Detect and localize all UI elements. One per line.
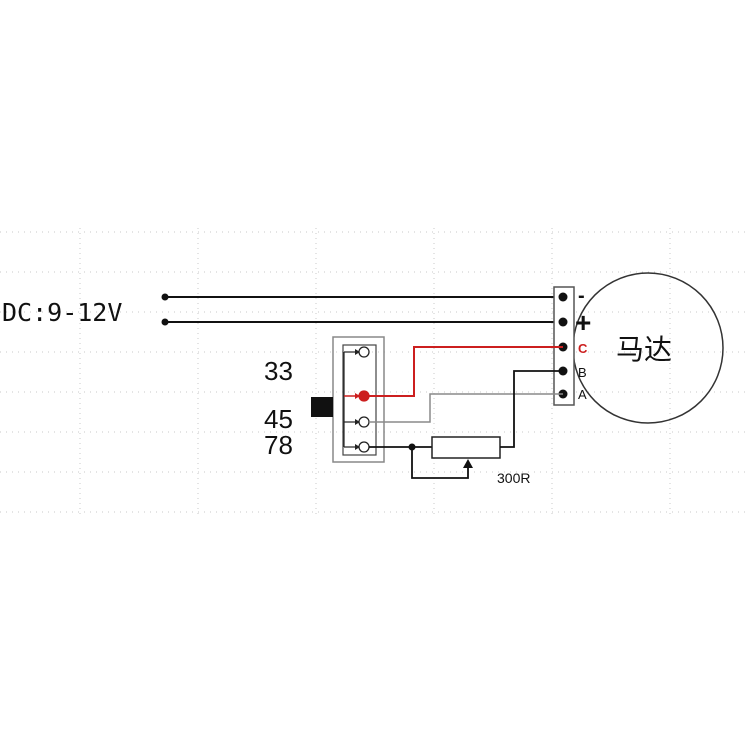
motor-terminal-block <box>553 286 575 406</box>
terminal-label-b: B <box>578 365 587 380</box>
resistor <box>431 436 501 459</box>
gray-wire <box>369 393 563 423</box>
power-input-wires <box>161 293 563 326</box>
speed-label-33: 33 <box>264 356 293 386</box>
plus-sign: + <box>575 307 591 338</box>
motor: 马达 - + C B A <box>572 272 724 424</box>
terminal-label-a: A <box>578 387 587 402</box>
power-label: DC:9-12V <box>2 298 122 327</box>
terminal-label-c: C <box>578 341 588 356</box>
red-wire <box>369 346 563 397</box>
dotted-grid <box>0 228 750 518</box>
potentiometer-circuit: 300R <box>369 370 563 486</box>
speed-label-78: 78 <box>264 430 293 460</box>
minus-sign: - <box>578 285 585 307</box>
switch-actuator <box>311 397 333 417</box>
speed-switch <box>311 336 385 463</box>
speed-labels: 33 45 78 <box>264 356 293 460</box>
motor-label: 马达 <box>616 334 672 365</box>
speed-label-45: 45 <box>264 404 293 434</box>
resistor-label: 300R <box>497 470 530 486</box>
